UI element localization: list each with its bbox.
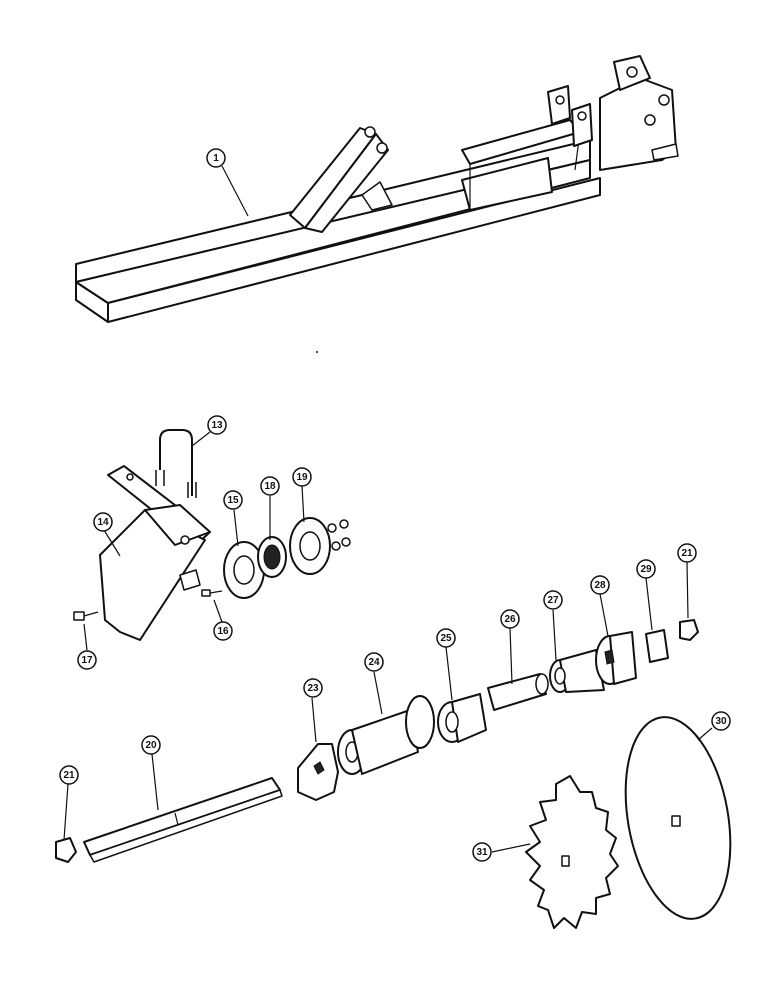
disc-30 <box>624 716 732 920</box>
callout-15: 15 <box>223 490 243 510</box>
callout-number: 30 <box>715 716 727 727</box>
callout-circle <box>223 490 243 510</box>
callout-circle <box>436 628 456 648</box>
nut-21-left <box>55 837 77 863</box>
spacer-24 <box>337 695 435 775</box>
callout-18: 18 <box>260 476 280 496</box>
callout-number: 28 <box>594 580 606 591</box>
callout-number: 17 <box>81 655 93 666</box>
callout-number: 24 <box>368 657 380 668</box>
stray-dot <box>316 351 318 353</box>
callout-24: 24 <box>364 652 384 672</box>
spacer-26 <box>487 673 549 711</box>
callout-number: 25 <box>440 633 452 644</box>
callout-20: 20 <box>141 735 161 755</box>
callout-number: 29 <box>640 564 652 575</box>
callout-circle <box>213 621 233 641</box>
nut-21-right <box>679 619 699 641</box>
callout-19: 19 <box>292 467 312 487</box>
callout-number: 19 <box>296 472 308 483</box>
callout-circle <box>77 650 97 670</box>
callout-number: 18 <box>264 481 276 492</box>
callout-number: 27 <box>547 595 559 606</box>
callout-21: 21 <box>677 543 697 563</box>
gang-bolt-20 <box>83 777 283 863</box>
callout-30: 30 <box>711 711 731 731</box>
callout-25: 25 <box>436 628 456 648</box>
bearing-28 <box>595 631 637 685</box>
bearing-18 <box>257 536 287 578</box>
callout-circle <box>59 765 79 785</box>
callout-31: 31 <box>472 842 492 862</box>
callout-1: 1 <box>206 148 226 168</box>
bolt-17 <box>73 611 99 621</box>
callout-number: 15 <box>227 495 239 506</box>
frame-beam <box>75 55 679 323</box>
callout-29: 29 <box>636 559 656 579</box>
callout-circle <box>590 575 610 595</box>
callout-27: 27 <box>543 590 563 610</box>
u-bolt <box>155 429 197 498</box>
bushing-27 <box>549 649 605 693</box>
callout-circle <box>93 512 113 532</box>
callout-circle <box>472 842 492 862</box>
callout-circle <box>207 415 227 435</box>
leader-lines <box>63 165 713 853</box>
callout-number: 14 <box>97 517 109 528</box>
callout-circle <box>677 543 697 563</box>
callout-labels: 1 13 14 15 16 17 18 19 20 21 21 23 24 25 26 27 28 29 30 31 <box>59 148 731 862</box>
callout-circle <box>364 652 384 672</box>
callout-number: 13 <box>211 420 223 431</box>
callout-circle <box>292 467 312 487</box>
callout-13: 13 <box>207 415 227 435</box>
callout-number: 20 <box>145 740 157 751</box>
callout-17: 17 <box>77 650 97 670</box>
flange-19 <box>289 517 331 575</box>
callout-number: 26 <box>504 614 516 625</box>
callout-number: 23 <box>307 683 319 694</box>
nuts-group <box>327 519 351 551</box>
bushing-25 <box>437 693 487 743</box>
callout-circle <box>206 148 226 168</box>
callout-circle <box>500 609 520 629</box>
callout-circle <box>636 559 656 579</box>
callout-circle <box>711 711 731 731</box>
bolt-16 <box>201 589 223 597</box>
spool-23 <box>297 743 339 801</box>
callout-28: 28 <box>590 575 610 595</box>
callout-number: 16 <box>217 626 229 637</box>
callout-number: 21 <box>681 548 693 559</box>
callout-14: 14 <box>93 512 113 532</box>
callout-circle <box>543 590 563 610</box>
notched-disc-31 <box>525 775 619 929</box>
callout-number: 31 <box>476 847 488 858</box>
mounting-bracket <box>99 465 211 641</box>
washer-29 <box>645 629 669 663</box>
callout-number: 21 <box>63 770 75 781</box>
callout-26: 26 <box>500 609 520 629</box>
callout-23: 23 <box>303 678 323 698</box>
callout-circle <box>303 678 323 698</box>
callout-number: 1 <box>213 153 219 164</box>
callout-21: 21 <box>59 765 79 785</box>
callout-circle <box>260 476 280 496</box>
callout-16: 16 <box>213 621 233 641</box>
callout-circle <box>141 735 161 755</box>
